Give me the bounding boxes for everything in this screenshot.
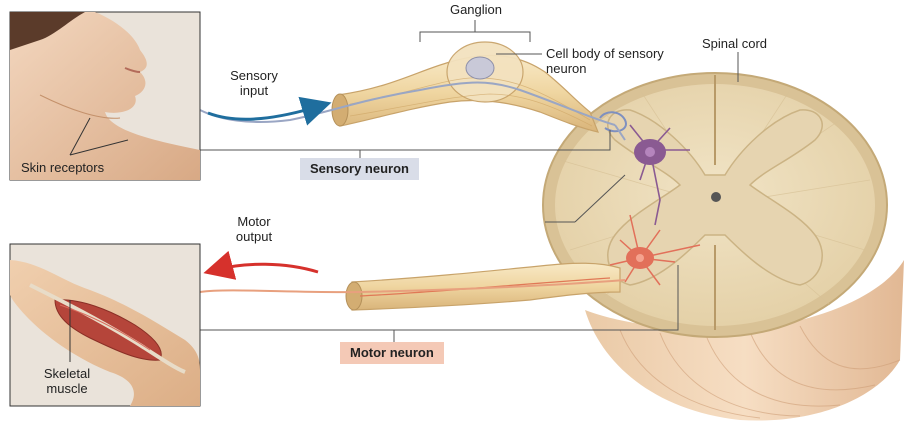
sensory-input-arrow (207, 96, 332, 126)
spinal-cord-trunk (585, 260, 904, 421)
cell-body-label: Cell body of sensory neuron (546, 46, 664, 76)
motor-neuron-cell-body (609, 214, 701, 286)
cell-body-label-line2: neuron (546, 61, 587, 76)
ventral-root-nerve (351, 262, 621, 311)
sensory-neuron-bracket (150, 130, 611, 151)
arm-panel (9, 243, 201, 407)
skeletal-muscle-label: Skeletal muscle (36, 366, 98, 396)
motor-output-line2: output (235, 229, 273, 244)
motor-neuron-label: Motor neuron (340, 342, 444, 364)
sensory-neuron-cell-body (465, 56, 495, 80)
motor-output-line1: Motor (237, 214, 271, 229)
cell-body-label-line1: Cell body of sensory (546, 46, 664, 61)
motor-output-label: Motor output (224, 214, 284, 244)
sensory-input-label: Sensory input (222, 68, 286, 98)
skin-receptors-leader (69, 117, 91, 156)
interneuron (629, 124, 690, 226)
ganglion-label: Ganglion (449, 2, 503, 17)
sensory-input-line2: input (239, 83, 269, 98)
sensory-neuron-label: Sensory neuron (300, 158, 419, 180)
central-canal (711, 192, 721, 202)
ganglion-bracket (419, 20, 531, 42)
face-panel (9, 11, 201, 181)
skin-receptors-label: Skin receptors (21, 160, 105, 175)
skeletal-muscle-line2: muscle (46, 381, 88, 396)
motor-output-arrow (203, 250, 319, 280)
spinal-cord-label: Spinal cord (702, 36, 768, 51)
skeletal-muscle-line1: Skeletal (43, 366, 91, 381)
sensory-input-line1: Sensory (230, 68, 278, 83)
